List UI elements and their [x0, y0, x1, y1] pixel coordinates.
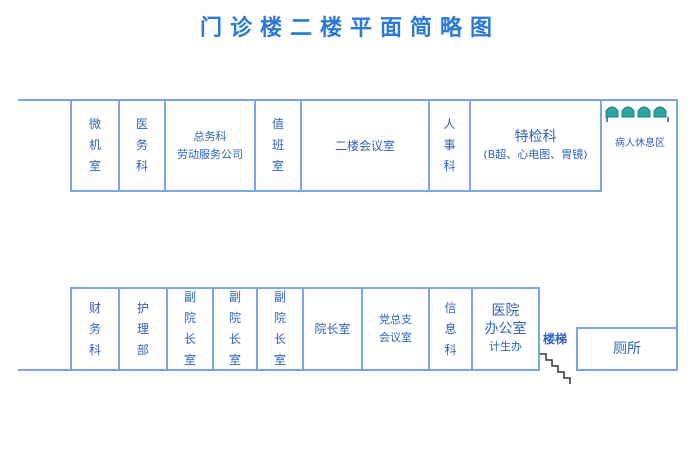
room-finance: 财务科: [70, 287, 120, 371]
room-party-committee: 党总支 会议室: [361, 287, 430, 371]
room-label: 副院长室: [274, 290, 287, 367]
room-label: 二楼会议室: [334, 138, 395, 153]
corridor-right-wall: [676, 99, 678, 328]
room-special-exam: 特检科 (B超、心电图、胃镜): [469, 99, 602, 192]
room-medical-affairs: 医务科: [118, 99, 166, 192]
room-label: 人事科: [443, 117, 456, 173]
room-sublabel: 劳动服务公司: [177, 147, 243, 161]
room-general-affairs: 总务科 劳动服务公司: [164, 99, 256, 192]
room-label: 院长室: [314, 322, 351, 336]
page-title: 门诊楼二楼平面简略图: [199, 15, 500, 41]
room-president: 院长室: [302, 287, 363, 371]
room-label: 值班室: [272, 117, 285, 173]
rest-area-label: 病人休息区: [615, 138, 665, 149]
room-label: 微机室: [89, 117, 102, 173]
room-sublabel: (B超、心电图、胃镜): [483, 147, 588, 161]
seat-row-icon: [605, 106, 669, 122]
room-duty: 值班室: [254, 99, 302, 192]
room-vice-president-3: 副院长室: [256, 287, 304, 371]
room-label: 信息科: [444, 300, 457, 357]
room-vice-president-1: 副院长室: [166, 287, 214, 371]
room-sublabel: 会议室: [379, 331, 412, 344]
room-label: 财务科: [89, 300, 102, 357]
room-hospital-office: 医院 办公室 计生办: [471, 287, 540, 371]
room-label: 党总支: [379, 313, 412, 326]
room-vice-president-2: 副院长室: [212, 287, 258, 371]
room-label: 特检科: [514, 128, 557, 145]
room-nursing: 护理部: [118, 287, 168, 371]
room-meeting-2f: 二楼会议室: [300, 99, 430, 192]
room-label: 厕所: [613, 341, 641, 357]
room-information: 信息科: [428, 287, 473, 371]
room-label: 医务科: [136, 117, 149, 173]
room-label: 医院: [491, 303, 520, 319]
room-label: 副院长室: [229, 290, 242, 367]
room-personnel: 人事科: [428, 99, 471, 192]
stairs-icon: [540, 353, 571, 384]
room-computer: 微机室: [70, 99, 120, 192]
room-toilet: 厕所: [576, 327, 678, 371]
room-sublabel-2: 计生办: [489, 340, 522, 353]
room-label: 总务科: [193, 129, 227, 143]
room-sublabel: 办公室: [484, 321, 527, 337]
room-label: 护理部: [137, 300, 150, 357]
stairs-label: 楼梯: [543, 332, 568, 346]
room-label: 副院长室: [184, 290, 197, 367]
